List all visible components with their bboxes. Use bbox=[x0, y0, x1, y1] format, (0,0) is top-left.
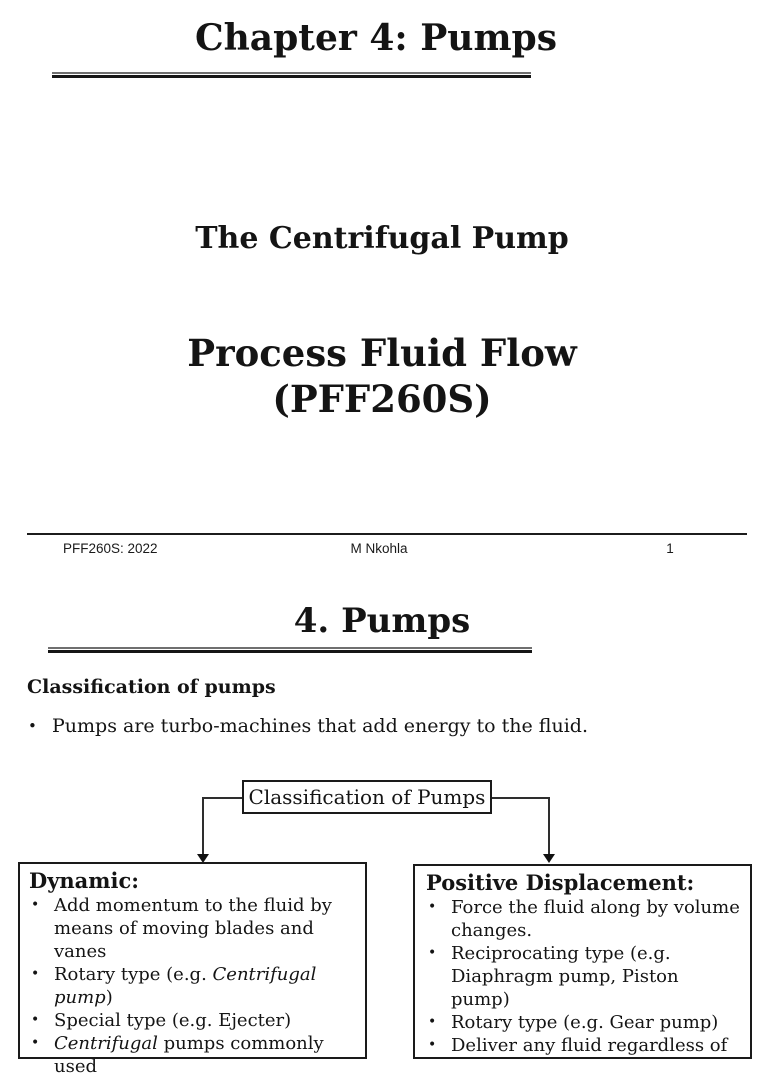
slide1-footer-rule bbox=[27, 533, 747, 535]
bullet-marker-icon: • bbox=[31, 897, 40, 913]
slide1-title-underline bbox=[52, 72, 531, 78]
list-item-text: Rotary type (e.g. bbox=[54, 964, 213, 985]
dynamic-box-heading: Dynamic: bbox=[29, 868, 140, 893]
intro-bullet-row: • Pumps are turbo-machines that add energ… bbox=[28, 715, 728, 737]
list-item-text: Force the fluid along by volume changes. bbox=[451, 897, 740, 941]
slide-1: Chapter 4: Pumps The Centrifugal Pump Pr… bbox=[0, 17, 764, 556]
slide2-title: 4. Pumps bbox=[293, 601, 471, 641]
list-item-text: Rotary type (e.g. Gear pump) bbox=[451, 1012, 719, 1033]
intro-bullet-text: Pumps are turbo-machines that add energy… bbox=[52, 715, 588, 737]
positive-displacement-box: Positive Displacement: • Force the fluid … bbox=[413, 864, 752, 1059]
slide1-course-title: Process Fluid Flow (PFF260S) bbox=[0, 330, 764, 422]
list-item-text: Reciprocating type (e.g. Diaphragm pump,… bbox=[451, 943, 679, 1010]
slide2-section-heading: Classification of pumps bbox=[27, 676, 276, 698]
connector-left-horizontal bbox=[202, 797, 242, 799]
bullet-marker-icon: • bbox=[28, 717, 37, 735]
slide2-title-underline bbox=[48, 647, 532, 653]
connector-right-horizontal bbox=[492, 797, 550, 799]
course-title-line1: Process Fluid Flow bbox=[187, 331, 577, 375]
bullet-marker-icon: • bbox=[428, 1037, 437, 1053]
positive-displacement-heading: Positive Displacement: bbox=[426, 870, 695, 895]
list-item-text: ) bbox=[105, 987, 113, 1008]
dynamic-box-list: • Add momentum to the fluid by means of m… bbox=[28, 894, 357, 1078]
arrow-down-icon bbox=[197, 854, 209, 863]
list-item: • Force the fluid along by volume changes… bbox=[425, 896, 742, 942]
bullet-marker-icon: • bbox=[31, 1035, 40, 1051]
arrow-down-icon bbox=[543, 854, 555, 863]
pdf-page: { "glyphs": { "bullet": "\u2022" }, "sli… bbox=[0, 17, 768, 1077]
bullet-marker-icon: • bbox=[31, 966, 40, 982]
list-item-text: Add momentum to the fluid by means of mo… bbox=[54, 895, 332, 962]
flowchart-root-label: Classification of Pumps bbox=[248, 785, 486, 809]
list-item-text: Deliver any fluid regardless of bbox=[451, 1035, 728, 1056]
slide1-subtitle: The Centrifugal Pump bbox=[195, 221, 569, 256]
dynamic-pumps-box: Dynamic: • Add momentum to the fluid by m… bbox=[18, 862, 367, 1077]
slide1-title: Chapter 4: Pumps bbox=[194, 17, 557, 59]
flowchart-root-box: Classification of Pumps bbox=[242, 780, 492, 814]
bullet-marker-icon: • bbox=[428, 1014, 437, 1030]
positive-displacement-list: • Force the fluid along by volume changes… bbox=[425, 896, 742, 1057]
list-item: • Rotary type (e.g. Gear pump) bbox=[425, 1011, 742, 1034]
list-item: • Add momentum to the fluid by means of m… bbox=[28, 894, 357, 963]
footer-author: M Nkohla bbox=[350, 541, 408, 556]
list-item: • Rotary type (e.g. Centrifugal pump) bbox=[28, 963, 357, 1009]
list-item: • Reciprocating type (e.g. Diaphragm pump… bbox=[425, 942, 742, 1011]
course-title-line2: (PFF260S) bbox=[272, 377, 492, 421]
bullet-marker-icon: • bbox=[428, 899, 437, 915]
list-item: • Deliver any fluid regardless of bbox=[425, 1034, 742, 1057]
bullet-marker-icon: • bbox=[428, 945, 437, 961]
bullet-marker-icon: • bbox=[31, 1012, 40, 1028]
slide-2: 4. Pumps Classification of pumps • Pumps … bbox=[0, 576, 768, 1077]
list-item-text-italic: Centrifugal bbox=[54, 1033, 158, 1054]
footer-page-number: 1 bbox=[666, 541, 674, 556]
list-item-text: Special type (e.g. Ejecter) bbox=[54, 1010, 292, 1031]
list-item-text-italic: Centrifugal pump bbox=[54, 964, 317, 1008]
list-item: • Special type (e.g. Ejecter) bbox=[28, 1009, 357, 1032]
list-item: •Centrifugal pumps commonly used bbox=[28, 1032, 357, 1078]
footer-course-code: PFF260S: 2022 bbox=[63, 541, 158, 556]
connector-left-vertical bbox=[202, 797, 204, 856]
connector-right-vertical bbox=[548, 797, 550, 856]
